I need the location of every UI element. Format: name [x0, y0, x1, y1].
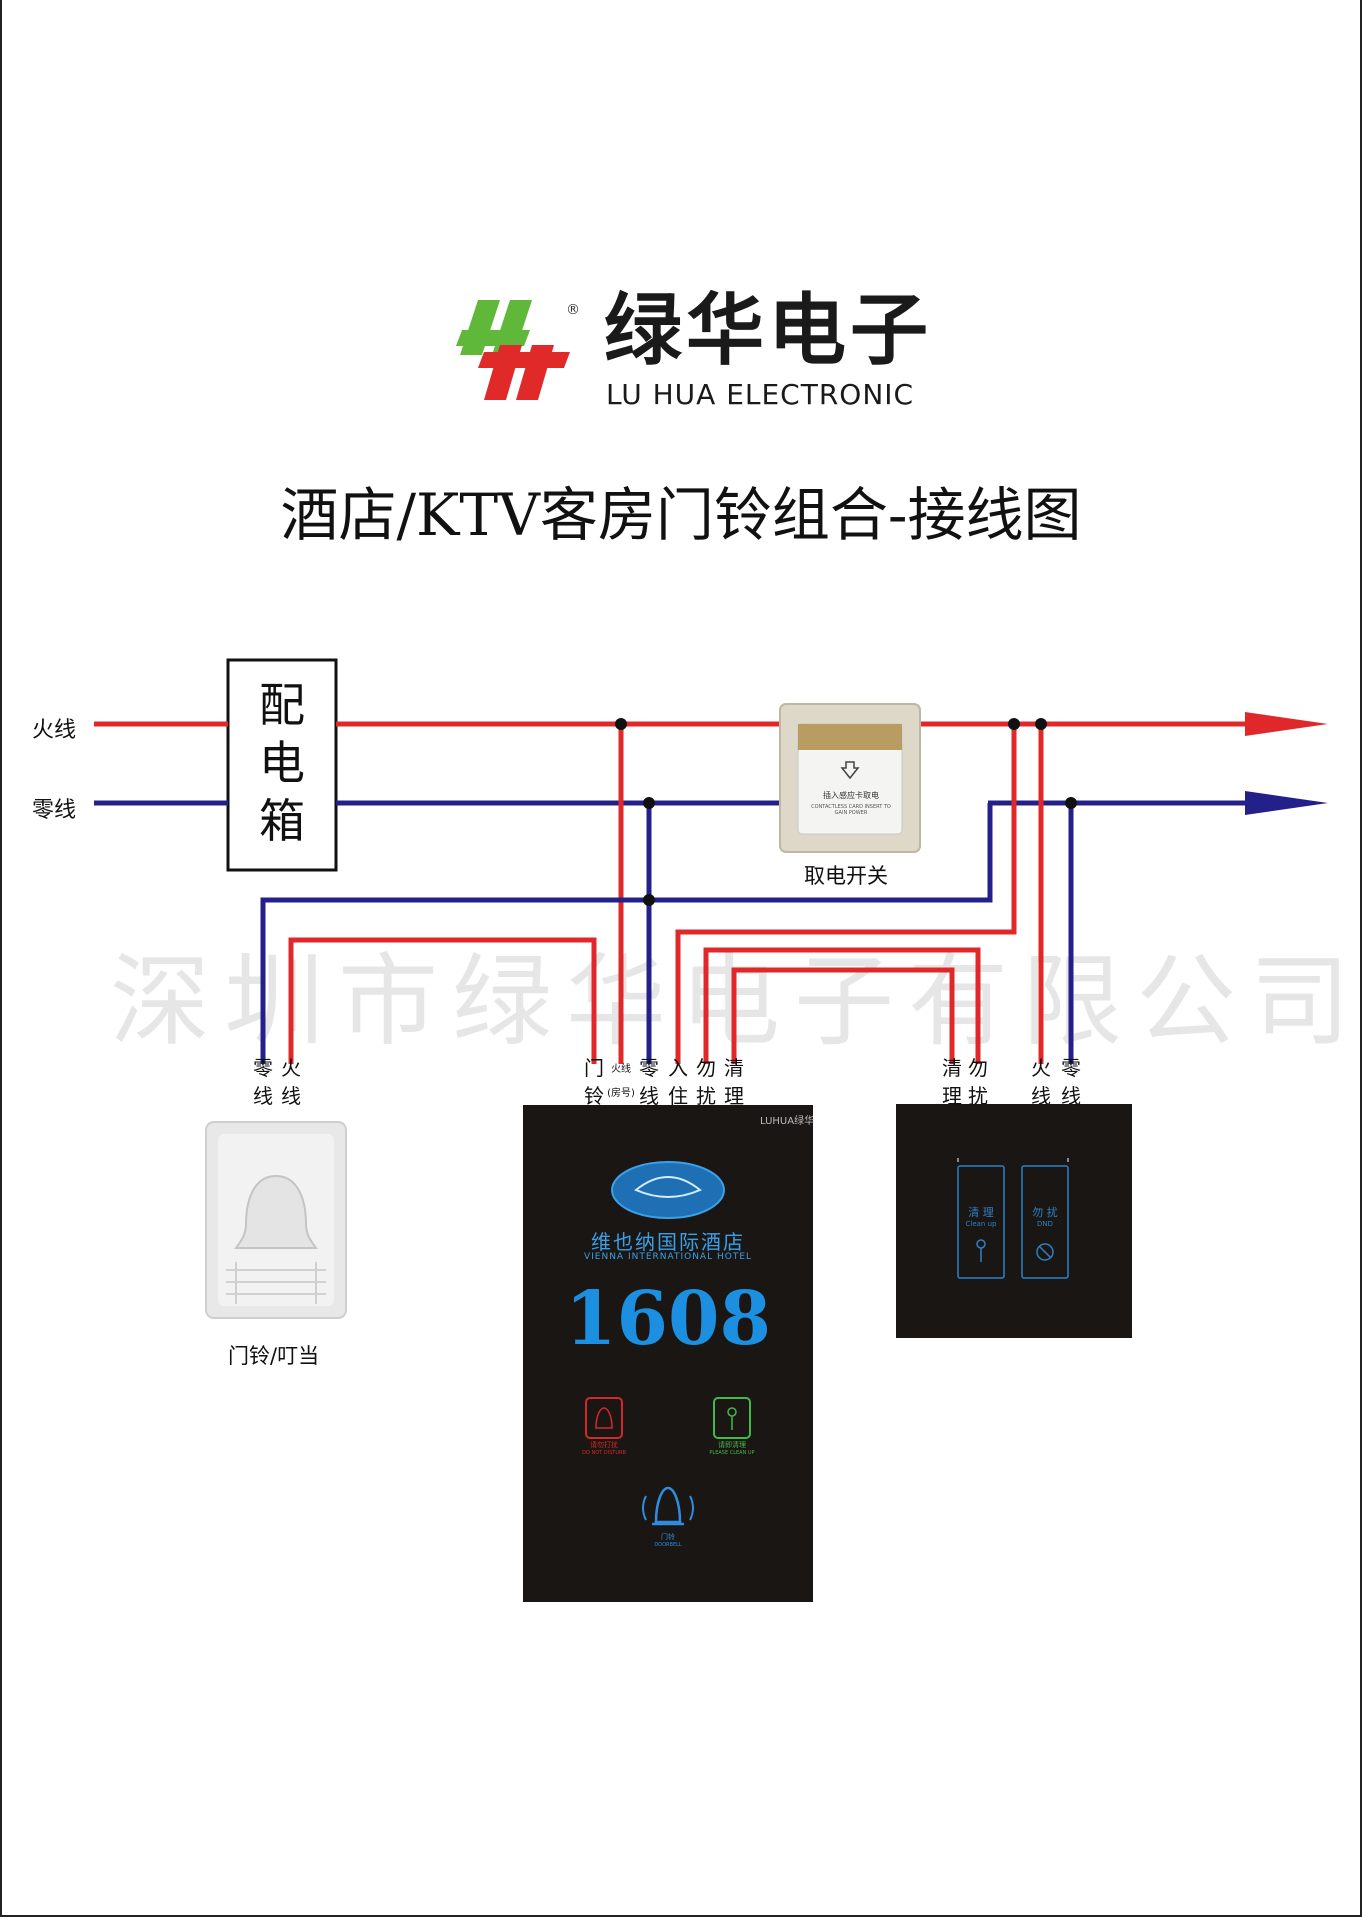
- bell-relief-icon: [234, 1174, 318, 1249]
- hotel-logo-icon: [611, 1161, 725, 1219]
- main-terminal-clean: 清理: [724, 1056, 744, 1108]
- indoor-terminal-live: 火线: [1031, 1056, 1051, 1108]
- power-switch-device: [779, 703, 921, 853]
- main-terminal-neutral: 零线: [639, 1056, 659, 1108]
- doorbell-terminal-neutral: 零线: [253, 1056, 273, 1108]
- bell-label: 门铃: [661, 1533, 675, 1541]
- indoor-panel-device: [896, 1104, 1132, 1338]
- dnd-label: 请勿打扰: [590, 1441, 618, 1449]
- neutral-wire: [94, 791, 1328, 815]
- doorbell-caption: 门铃/叮当: [228, 1344, 320, 1368]
- bell-label-en: DOORBELL: [654, 1542, 682, 1548]
- live-arrow-icon: [1245, 712, 1328, 736]
- power-switch-panel-text-en: CONTACTLESS CARD INSERT TO GAIN POWER: [811, 804, 891, 816]
- indoor-clean-en: Clean up: [965, 1220, 997, 1228]
- power-switch-panel-text: 插入感应卡取电: [823, 791, 879, 800]
- watermark: 深圳市绿华电子有限公司: [110, 943, 1362, 1060]
- indoor-terminal-dnd: 勿扰: [968, 1056, 988, 1108]
- neutral-wire-label: 零线: [32, 798, 77, 823]
- hotel-name-cn: 维也纳国际酒店: [591, 1230, 745, 1254]
- clean-button-icon: [713, 1397, 751, 1439]
- distribution-box-label: 配 电 箱: [259, 678, 305, 848]
- clean-label: 请即清理: [718, 1441, 746, 1449]
- dnd-label-en: DO NOT DISTURB: [582, 1450, 626, 1456]
- brand-logo-mark: [456, 300, 570, 400]
- room-number: 1608: [565, 1276, 771, 1362]
- dnd-icon: [1036, 1243, 1054, 1261]
- brand-name-cn: 绿华电子: [604, 286, 933, 376]
- main-terminal-dnd: 勿扰: [696, 1056, 716, 1108]
- neutral-arrow-icon: [1245, 791, 1328, 815]
- brand-name-en: LU HUA ELECTRONIC: [606, 378, 915, 411]
- live-wire-label: 火线: [32, 718, 77, 743]
- indoor-terminal-neutral: 零线: [1061, 1056, 1081, 1108]
- indoor-terminal-clean: 清理: [942, 1056, 962, 1108]
- dnd-button-icon: [585, 1397, 623, 1439]
- registered-mark: ®: [566, 302, 580, 318]
- branch-wires: [260, 724, 1074, 1064]
- main-terminal-occupancy: 入住: [668, 1056, 688, 1108]
- junction-dots: [615, 718, 1077, 906]
- door-panel-device: [523, 1105, 813, 1602]
- indoor-dnd-en: DND: [1036, 1220, 1054, 1228]
- main-panel-brand-tag: LUHUA绿华: [760, 1116, 815, 1127]
- insert-arrow-icon: [840, 761, 860, 780]
- power-switch-caption: 取电开关: [804, 864, 888, 888]
- main-terminal-live-room: 火线(房号): [607, 1064, 635, 1099]
- hotel-name-en: VIENNA INTERNATIONAL HOTEL: [583, 1252, 753, 1262]
- clean-label-en: PLEASE CLEAN UP: [709, 1450, 755, 1456]
- doorbell-chime-device: [205, 1121, 347, 1319]
- indoor-clean-cn: 清 理: [968, 1206, 994, 1219]
- indoor-dnd-cn: 勿 扰: [1032, 1206, 1058, 1219]
- doorbell-button-icon: [654, 1486, 682, 1524]
- doorbell-terminal-live: 火线: [281, 1056, 301, 1108]
- main-terminal-doorbell: 门铃: [584, 1056, 604, 1108]
- distribution-box: [226, 658, 338, 872]
- diagram-title: 酒店/KTV客房门铃组合-接线图: [280, 481, 1082, 549]
